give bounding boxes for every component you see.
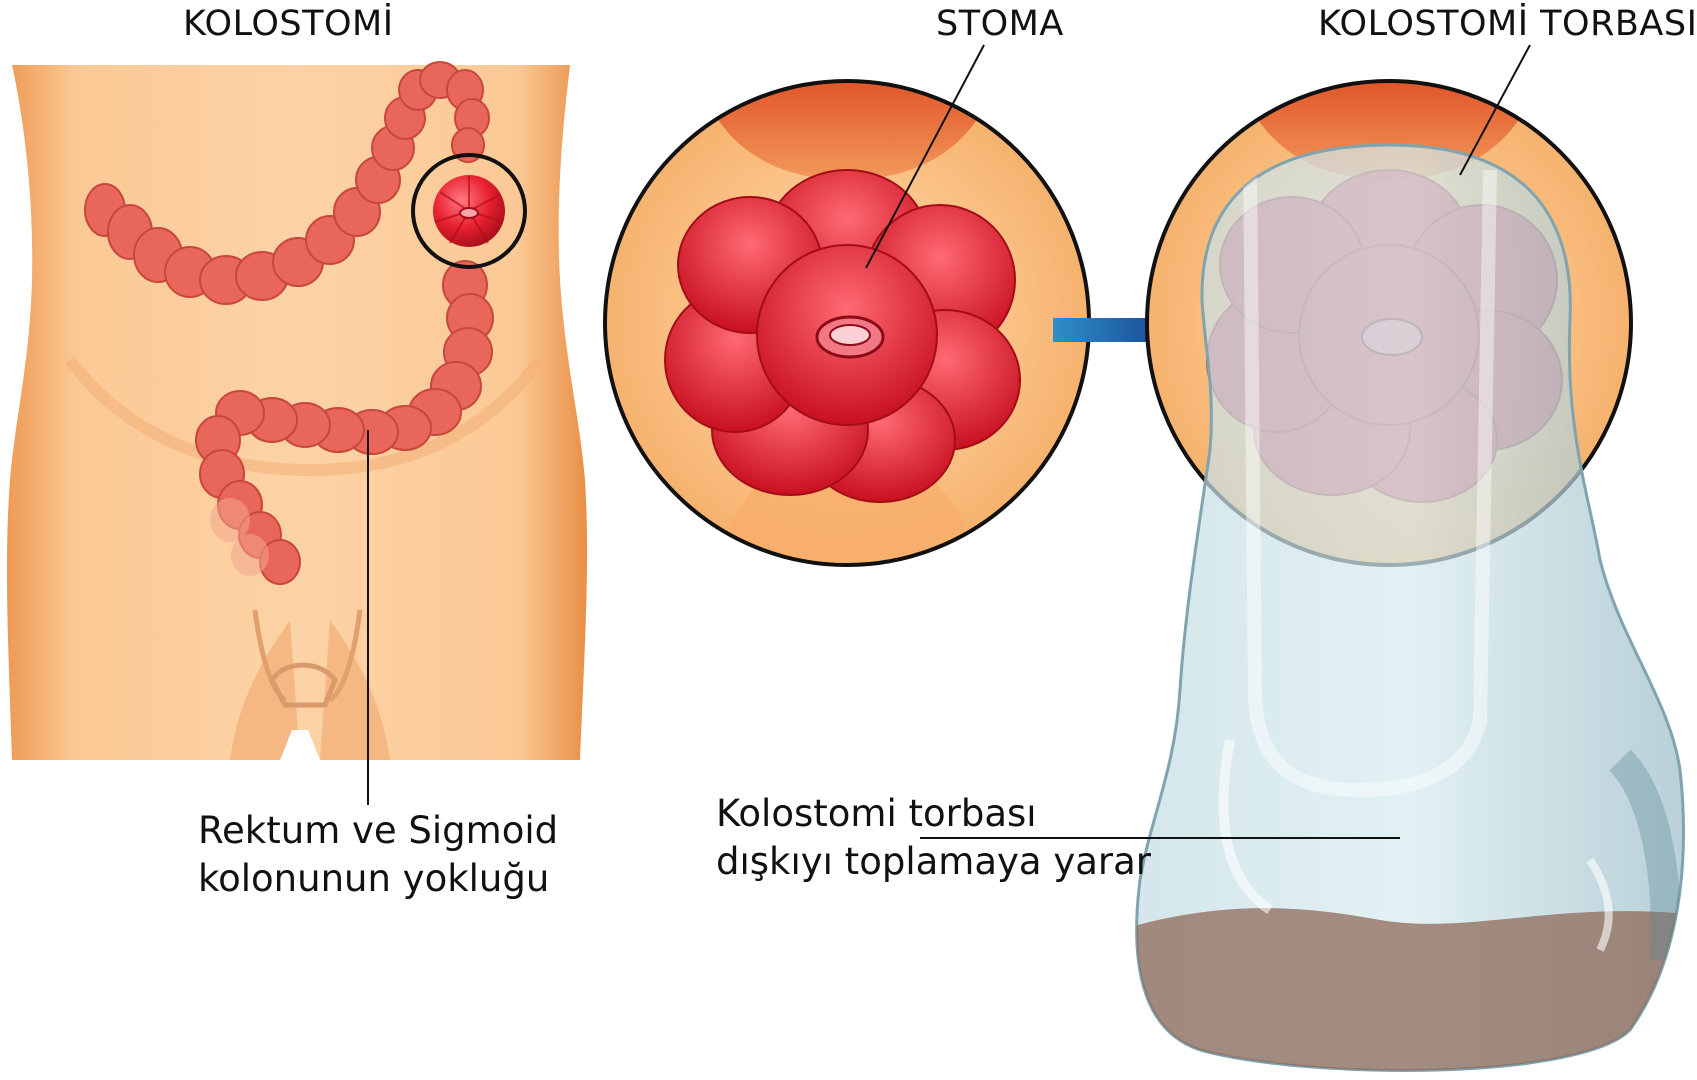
- absent-colon-region: [210, 498, 269, 576]
- colostomy-bag: [1135, 143, 1685, 1072]
- absence-caption: Rektum ve Sigmoid kolonunun yokluğu: [198, 807, 558, 903]
- absence-caption-line2: kolonunun yokluğu: [198, 857, 550, 900]
- bag-caption-line1: Kolostomi torbası: [716, 792, 1037, 835]
- stoma-magnified: [603, 79, 1091, 567]
- stoma-title: STOMA: [936, 4, 1064, 44]
- torso-stoma: [411, 153, 527, 269]
- leader-lines: [367, 44, 1531, 839]
- absence-caption-line1: Rektum ve Sigmoid: [198, 809, 559, 852]
- bag-caption-line2: dışkıyı toplamaya yarar: [716, 840, 1151, 883]
- colostomy-bag-title: KOLOSTOMİ TORBASI: [1318, 4, 1697, 44]
- colon-illustration: [84, 61, 494, 585]
- waste-contents: [1136, 908, 1684, 1071]
- bag-caption: Kolostomi torbası dışkıyı toplamaya yara…: [716, 790, 1151, 886]
- colostomy-title: KOLOSTOMİ: [183, 4, 394, 44]
